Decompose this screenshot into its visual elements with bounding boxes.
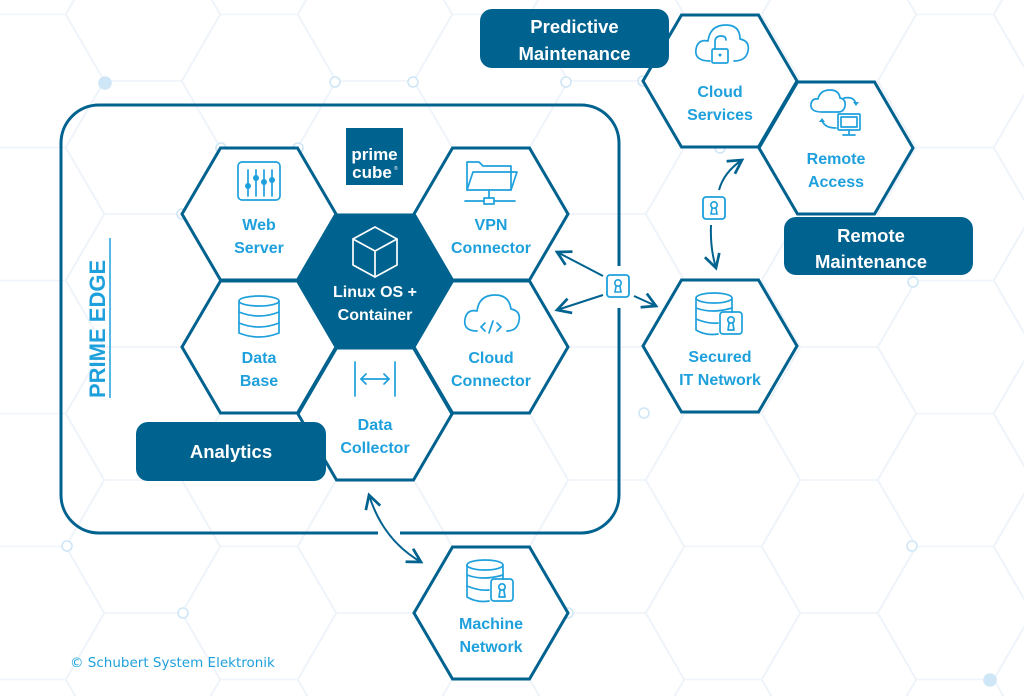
hex-shape bbox=[641, 278, 799, 414]
database-icon bbox=[238, 295, 280, 338]
hex-linux-os: Linux OS + Container bbox=[296, 213, 454, 349]
arrow-collector-machine-network bbox=[364, 492, 424, 564]
hex-vpn-connector: VPN Connector bbox=[412, 146, 570, 282]
hex-secured-it-network: Secured IT Network bbox=[641, 278, 799, 414]
hex-label-line: Remote bbox=[807, 151, 866, 168]
logo-text-line2: cube bbox=[352, 163, 392, 182]
hex-shape bbox=[412, 545, 570, 681]
lock-icon bbox=[606, 274, 630, 298]
grid-node bbox=[638, 407, 650, 419]
pill-remote-maintenance: Remote Maintenance bbox=[784, 217, 973, 275]
grid-node bbox=[560, 76, 572, 88]
pill-label-line: Maintenance bbox=[518, 43, 630, 64]
hex-label-line: Container bbox=[338, 307, 413, 324]
hex-label-line: Data bbox=[358, 417, 393, 434]
hex-label-line: Cloud bbox=[697, 84, 742, 101]
hex-label-line: Machine bbox=[459, 616, 523, 633]
cube-icon bbox=[352, 226, 398, 278]
pill-label-line: Maintenance bbox=[815, 251, 927, 272]
grid-node bbox=[329, 76, 341, 88]
hex-shape bbox=[757, 80, 915, 216]
hex-label-line: VPN bbox=[475, 217, 508, 234]
logo-registered-mark: ® bbox=[394, 165, 398, 172]
sliders-icon bbox=[237, 161, 281, 201]
hex-label-line: Collector bbox=[340, 440, 409, 457]
remote-access-icon bbox=[810, 89, 861, 136]
grid-node bbox=[906, 540, 918, 552]
hex-label-line: Base bbox=[240, 373, 278, 390]
pill-analytics: Analytics bbox=[136, 422, 326, 481]
cloud-lock-icon bbox=[694, 24, 750, 64]
hex-label-line: Secured bbox=[688, 349, 751, 366]
hex-label-line: Linux OS + bbox=[333, 284, 417, 301]
hex-label-line: Data bbox=[242, 350, 277, 367]
hex-label-line: Network bbox=[459, 639, 522, 656]
grid-node bbox=[98, 76, 112, 90]
hex-label-line: Server bbox=[234, 240, 284, 257]
grid-node bbox=[907, 276, 919, 288]
pill-label-line: Analytics bbox=[190, 441, 272, 462]
grid-node bbox=[983, 673, 997, 687]
hex-label-line: Connector bbox=[451, 240, 531, 257]
secure-database-icon bbox=[695, 292, 743, 336]
hex-label-line: Cloud bbox=[468, 350, 513, 367]
arrow-to-vpn-connector bbox=[554, 250, 604, 277]
grid-node bbox=[61, 540, 73, 552]
logo-text-line1: prime bbox=[351, 145, 397, 164]
pill-predictive-maintenance: Predictive Maintenance bbox=[480, 9, 669, 68]
hex-label-line: Web bbox=[242, 217, 276, 234]
pill-label-line: Remote bbox=[837, 225, 905, 246]
network-folder-icon bbox=[464, 161, 518, 205]
prime-cube-logo: prime cube ® bbox=[346, 128, 403, 185]
secure-database-icon bbox=[466, 559, 514, 603]
grid-node bbox=[177, 607, 189, 619]
cloud-code-icon bbox=[463, 294, 521, 334]
arrow-to-cloud-connector bbox=[554, 294, 604, 315]
copyright-text: © Schubert System Elektronik bbox=[70, 655, 275, 671]
prime-edge-title: PRIME EDGE bbox=[85, 260, 110, 398]
grid-node bbox=[407, 76, 419, 88]
arrow-to-secured-it-from-lock bbox=[703, 224, 721, 271]
hex-label-line: IT Network bbox=[679, 372, 761, 389]
hex-shape bbox=[296, 346, 454, 482]
prime-edge-container: PRIME EDGE bbox=[59, 103, 621, 535]
lock-icon bbox=[702, 196, 726, 220]
arrow-to-cloud-services bbox=[718, 158, 745, 191]
hex-label-line: Access bbox=[808, 174, 864, 191]
collector-arrows-icon bbox=[354, 361, 396, 397]
arrow-to-secured-it-network bbox=[633, 292, 659, 309]
hex-label-line: Services bbox=[687, 107, 753, 124]
pill-label-line: Predictive bbox=[530, 16, 618, 37]
hex-label-line: Connector bbox=[451, 373, 531, 390]
